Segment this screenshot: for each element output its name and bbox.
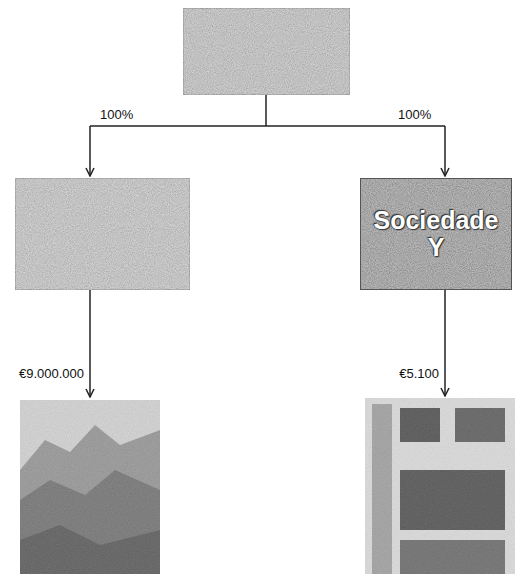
asset-value: €9.000.000 [19, 366, 84, 382]
company-box: Sociedade Y [360, 178, 512, 290]
ownership-percent: 100% [398, 107, 431, 123]
asset-value: €5.100 [399, 366, 439, 382]
land-photo [20, 400, 160, 574]
parent-box [183, 8, 350, 95]
company-name: Sociedade Y [368, 207, 504, 262]
building-photo [365, 398, 515, 574]
subsidiary-box [15, 178, 190, 290]
ownership-percent: 100% [100, 107, 133, 123]
